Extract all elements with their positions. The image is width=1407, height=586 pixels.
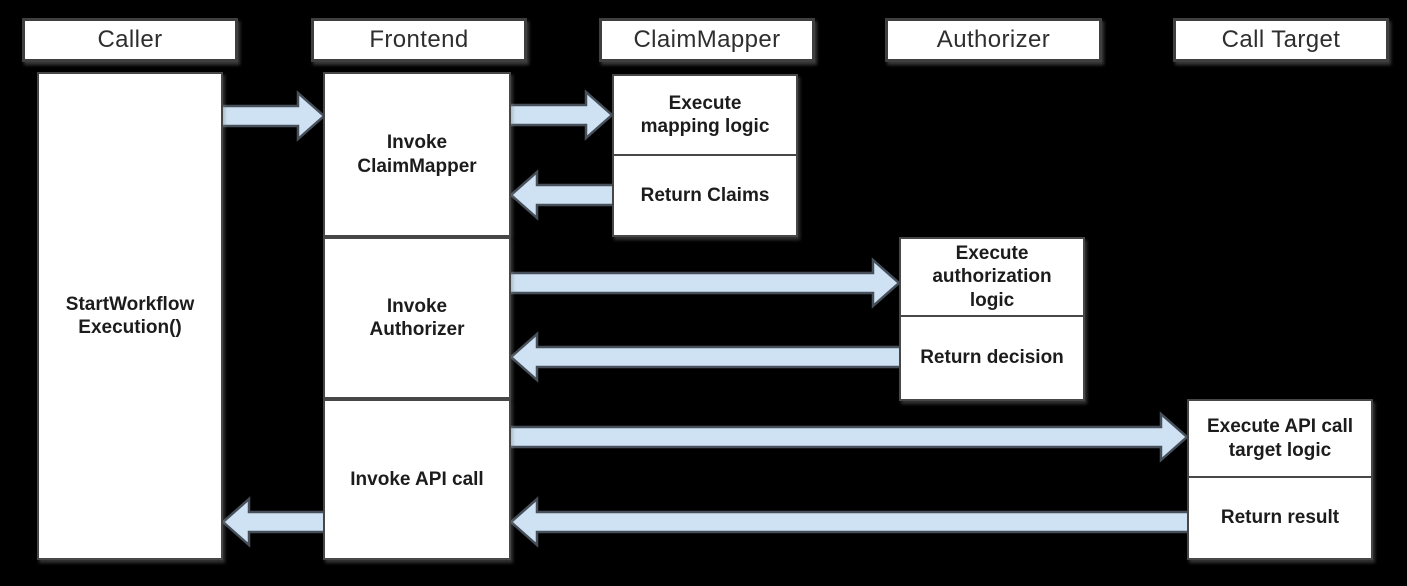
arrow-frontend-return-to-caller xyxy=(221,496,330,548)
lane-label: ClaimMapper xyxy=(633,26,781,53)
step-label: Invoke API call xyxy=(350,468,484,490)
lane-header-caller: Caller xyxy=(22,18,238,62)
arrow-claimmapper-return-to-frontend xyxy=(509,169,617,221)
calltarget-return-result: Return result xyxy=(1189,478,1371,558)
claimmapper-execute-mapping-logic: Execute mapping logic xyxy=(614,76,796,156)
calltarget-steps-box: Execute API call target logic Return res… xyxy=(1187,399,1373,560)
frontend-invoke-api-call-box: Invoke API call xyxy=(323,399,511,560)
lane-header-frontend: Frontend xyxy=(311,18,527,62)
lane-label: Authorizer xyxy=(936,26,1051,53)
lane-header-authorizer: Authorizer xyxy=(885,18,1102,62)
frontend-invoke-authorizer-box: Invoke Authorizer xyxy=(323,237,511,399)
lane-header-calltarget: Call Target xyxy=(1173,18,1389,62)
lane-label: Frontend xyxy=(369,26,469,53)
caller-startworkflowexecution-box: StartWorkflow Execution() xyxy=(37,72,223,560)
claimmapper-return-claims: Return Claims xyxy=(614,156,796,235)
lane-header-claimmapper: ClaimMapper xyxy=(599,18,815,62)
lane-label: Caller xyxy=(97,26,163,53)
step-label: Execute mapping logic xyxy=(640,92,770,137)
authorizer-steps-box: Execute authorization logic Return decis… xyxy=(899,237,1085,401)
arrow-calltarget-return-to-frontend xyxy=(509,496,1193,548)
step-label: Return decision xyxy=(920,347,1064,369)
step-label: StartWorkflow Execution() xyxy=(65,293,195,338)
arrow-frontend-to-authorizer xyxy=(505,257,901,309)
step-label: Return Claims xyxy=(640,184,770,206)
arrow-frontend-to-claimmapper xyxy=(505,89,614,141)
arrow-frontend-to-calltarget xyxy=(505,411,1189,463)
authorizer-return-decision: Return decision xyxy=(901,317,1083,399)
frontend-invoke-claimmapper-box: Invoke ClaimMapper xyxy=(323,72,511,237)
arrow-caller-to-frontend xyxy=(217,90,326,142)
arrow-authorizer-return-to-frontend xyxy=(509,331,905,383)
step-label: Invoke ClaimMapper xyxy=(357,132,477,177)
claimmapper-steps-box: Execute mapping logic Return Claims xyxy=(612,74,798,237)
lane-label: Call Target xyxy=(1221,26,1341,53)
step-label: Invoke Authorizer xyxy=(369,295,465,340)
step-label: Execute authorization logic xyxy=(932,243,1052,311)
step-label: Return result xyxy=(1220,507,1340,529)
calltarget-execute-api-call-target-logic: Execute API call target logic xyxy=(1189,401,1371,478)
authorizer-execute-authorization-logic: Execute authorization logic xyxy=(901,239,1083,317)
step-label: Execute API call target logic xyxy=(1206,416,1354,461)
